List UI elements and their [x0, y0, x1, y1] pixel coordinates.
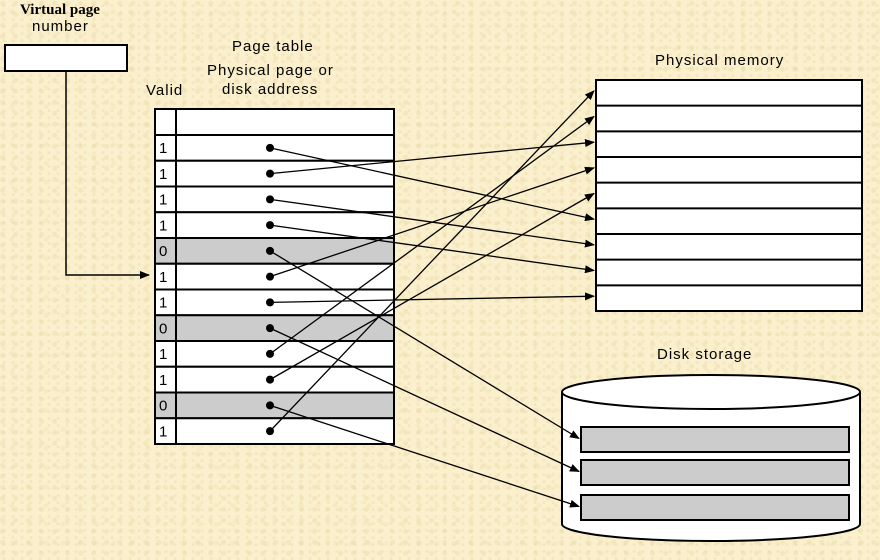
virtual-page-number-box — [4, 44, 128, 72]
valid-bit: 0 — [159, 320, 167, 337]
page-table-row — [154, 262, 395, 291]
virtual-page-pointer — [65, 71, 150, 279]
mapping-arrow — [269, 292, 595, 304]
valid-bit: 1 — [159, 295, 167, 312]
physical-memory-box — [595, 79, 863, 312]
pointer-dot — [266, 246, 274, 255]
page-table: 1 1 1 1 0 1 1 0 1 1 0 1 — [154, 108, 395, 445]
disk-slot — [580, 459, 850, 486]
mapping-arrow — [269, 327, 580, 473]
pointer-dot — [266, 195, 274, 204]
disk-address-label: disk address — [222, 81, 319, 98]
disk-storage-label: Disk storage — [657, 346, 753, 363]
valid-bit: 1 — [159, 269, 167, 286]
pointer-dot — [266, 272, 274, 281]
physical-page-or-label: Physical page or — [207, 62, 334, 79]
disk-slot — [580, 494, 850, 521]
valid-bit: 1 — [159, 140, 167, 157]
valid-bit: 1 — [159, 346, 167, 363]
page-table-row — [154, 134, 395, 162]
page-table-row — [154, 314, 395, 342]
pointer-dot — [266, 349, 274, 358]
pointer-dot — [266, 427, 274, 436]
page-table-header — [154, 108, 395, 136]
page-table-row — [154, 417, 395, 445]
mapping-arrow — [269, 166, 595, 278]
pointer-dot — [266, 375, 274, 384]
disk-cylinder-top — [561, 374, 861, 410]
mapping-arrows — [266, 90, 595, 508]
disk-storage — [561, 374, 861, 542]
valid-bit: 1 — [159, 423, 167, 440]
page-table-row — [154, 237, 395, 265]
page-table-row — [154, 365, 395, 394]
physical-memory — [595, 79, 863, 312]
mapping-arrow — [269, 224, 595, 274]
valid-label: Valid — [146, 82, 184, 99]
valid-bit: 1 — [159, 217, 167, 234]
mapping-arrow — [269, 115, 595, 355]
mapping-arrow — [269, 147, 595, 222]
valid-bit: 1 — [159, 372, 167, 389]
page-table-row — [154, 340, 395, 368]
number-label: number — [32, 18, 89, 35]
page-table-label: Page table — [232, 38, 314, 55]
valid-bit: 0 — [159, 398, 167, 415]
page-table-row — [154, 391, 395, 420]
pointer-dot — [266, 324, 274, 333]
disk-slot — [580, 426, 850, 453]
valid-bit: 1 — [159, 166, 167, 183]
mapping-arrow — [269, 250, 580, 440]
pointer-dot — [266, 169, 274, 178]
mapping-arrow — [269, 404, 580, 508]
pointer-dot — [266, 143, 274, 152]
valid-bit: 1 — [159, 192, 167, 209]
valid-bit: 0 — [159, 243, 167, 260]
mapping-arrow — [269, 192, 595, 381]
pointer-dot — [266, 221, 274, 230]
physical-memory-label: Physical memory — [655, 52, 785, 69]
virtual-page-label: Virtual page — [20, 2, 100, 18]
pointer-dot — [266, 401, 274, 410]
pointer-dot — [266, 298, 274, 307]
mapping-arrow — [269, 90, 595, 432]
